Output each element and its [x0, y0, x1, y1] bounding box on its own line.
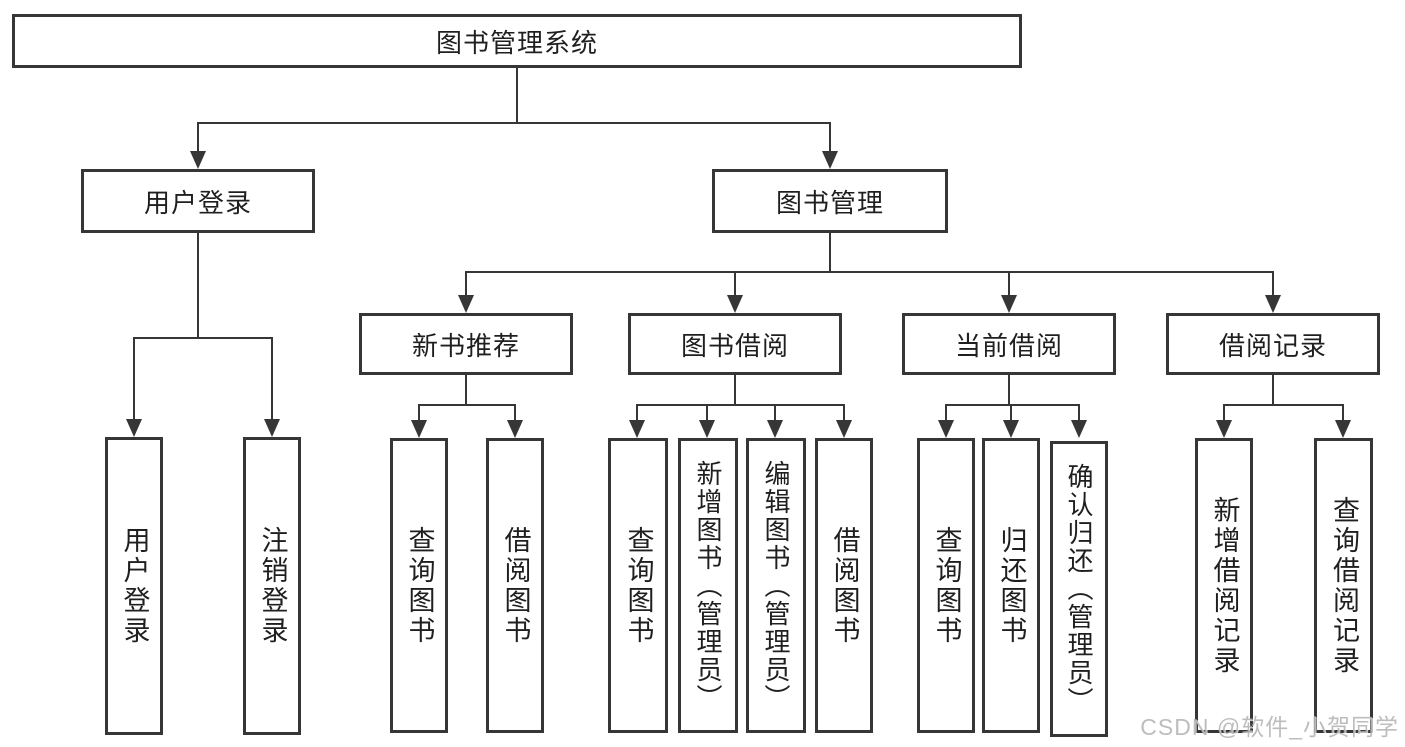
- arrow-down-icon: [264, 419, 280, 437]
- leaf-borrow-books-2-label: 借阅图书: [829, 525, 860, 646]
- arrow-down-icon: [822, 151, 838, 169]
- connector-line: [465, 375, 467, 406]
- arrow-down-icon: [1265, 295, 1281, 313]
- node-root: 图书管理系统: [12, 14, 1022, 68]
- arrow-down-icon: [629, 420, 645, 438]
- connector-line: [465, 271, 1274, 273]
- connector-line: [271, 337, 273, 420]
- leaf-borrow-books-2: 借阅图书: [815, 438, 873, 733]
- leaf-query-books-3-label: 查询图书: [931, 525, 962, 646]
- leaf-add-books-admin: 新增图书（管理员）: [678, 438, 738, 733]
- leaf-confirm-return-admin: 确认归还（管理员）: [1050, 441, 1108, 737]
- connector-line: [774, 404, 776, 422]
- node-current-borrowing-label: 当前借阅: [954, 330, 1063, 361]
- leaf-borrow-books-1-label: 借阅图书: [500, 525, 531, 646]
- connector-line: [1010, 404, 1012, 422]
- arrow-down-icon: [727, 295, 743, 313]
- connector-line: [734, 271, 736, 297]
- node-book-management: 图书管理: [712, 169, 948, 233]
- leaf-query-books-1: 查询图书: [390, 438, 448, 733]
- arrow-down-icon: [938, 420, 954, 438]
- connector-line: [945, 404, 1080, 406]
- connector-line: [133, 337, 135, 420]
- node-new-book-recommend-label: 新书推荐: [411, 330, 520, 361]
- connector-line: [1342, 404, 1344, 422]
- leaf-borrow-books-1: 借阅图书: [486, 438, 544, 733]
- arrow-down-icon: [1071, 420, 1087, 438]
- arrow-down-icon: [836, 420, 852, 438]
- leaf-return-books-label: 归还图书: [996, 525, 1027, 646]
- arrow-down-icon: [1335, 420, 1351, 438]
- connector-line: [734, 375, 736, 406]
- leaf-edit-books-admin-label: 编辑图书（管理员）: [761, 459, 791, 712]
- connector-line: [465, 271, 467, 297]
- node-borrowing-records: 借阅记录: [1166, 313, 1380, 375]
- node-new-book-recommend: 新书推荐: [359, 313, 573, 375]
- arrow-down-icon: [1216, 420, 1232, 438]
- connector-line: [636, 404, 638, 422]
- arrow-down-icon: [126, 419, 142, 437]
- connector-line: [1272, 271, 1274, 297]
- leaf-query-borrow-record: 查询借阅记录: [1314, 438, 1373, 733]
- leaf-logout-label: 注销登录: [257, 526, 288, 646]
- leaf-add-borrow-record-label: 新增借阅记录: [1209, 495, 1240, 676]
- arrow-down-icon: [767, 420, 783, 438]
- leaf-add-borrow-record: 新增借阅记录: [1195, 438, 1253, 733]
- arrow-down-icon: [1003, 420, 1019, 438]
- connector-line: [418, 404, 420, 422]
- arrow-down-icon: [190, 151, 206, 169]
- leaf-add-books-admin-label: 新增图书（管理员）: [693, 459, 723, 712]
- connector-line: [1223, 404, 1344, 406]
- connector-line: [197, 122, 831, 124]
- connector-line: [1008, 375, 1010, 406]
- connector-line: [843, 404, 845, 422]
- connector-line: [516, 68, 518, 123]
- connector-line: [1223, 404, 1225, 422]
- leaf-return-books: 归还图书: [982, 438, 1040, 733]
- node-borrowing-records-label: 借阅记录: [1218, 330, 1327, 361]
- connector-line: [1272, 375, 1274, 406]
- connector-line: [133, 337, 273, 339]
- leaf-user-login-label: 用户登录: [119, 526, 150, 646]
- leaf-query-borrow-record-label: 查询借阅记录: [1329, 495, 1359, 676]
- connector-line: [829, 233, 831, 273]
- leaf-edit-books-admin: 编辑图书（管理员）: [746, 438, 806, 733]
- node-current-borrowing: 当前借阅: [902, 313, 1116, 375]
- leaf-logout: 注销登录: [243, 437, 301, 735]
- leaf-query-books-2: 查询图书: [608, 438, 668, 733]
- connector-line: [1008, 271, 1010, 297]
- connector-line: [1078, 404, 1080, 422]
- connector-line: [636, 404, 845, 406]
- leaf-query-books-1-label: 查询图书: [404, 525, 435, 646]
- arrow-down-icon: [411, 420, 427, 438]
- leaf-user-login: 用户登录: [105, 437, 163, 735]
- node-book-borrowing: 图书借阅: [628, 313, 842, 375]
- leaf-query-books-3: 查询图书: [917, 438, 975, 733]
- arrow-down-icon: [507, 420, 523, 438]
- csdn-watermark: CSDN @软件_小贺同学: [1140, 714, 1399, 740]
- connector-line: [829, 122, 831, 152]
- connector-line: [197, 122, 199, 152]
- arrow-down-icon: [699, 420, 715, 438]
- leaf-confirm-return-admin-label: 确认归还（管理员）: [1064, 463, 1094, 715]
- connector-line: [706, 404, 708, 422]
- connector-line: [197, 233, 199, 338]
- leaf-query-books-2-label: 查询图书: [623, 525, 654, 646]
- connector-line: [945, 404, 947, 422]
- node-user-login-label: 用户登录: [143, 187, 252, 218]
- node-root-label: 图书管理系统: [435, 27, 598, 58]
- connector-line: [514, 404, 516, 422]
- node-book-borrowing-label: 图书借阅: [680, 330, 789, 361]
- node-book-management-label: 图书管理: [775, 187, 884, 218]
- arrow-down-icon: [458, 295, 474, 313]
- arrow-down-icon: [1001, 295, 1017, 313]
- connector-line: [418, 404, 516, 406]
- node-user-login: 用户登录: [81, 169, 315, 233]
